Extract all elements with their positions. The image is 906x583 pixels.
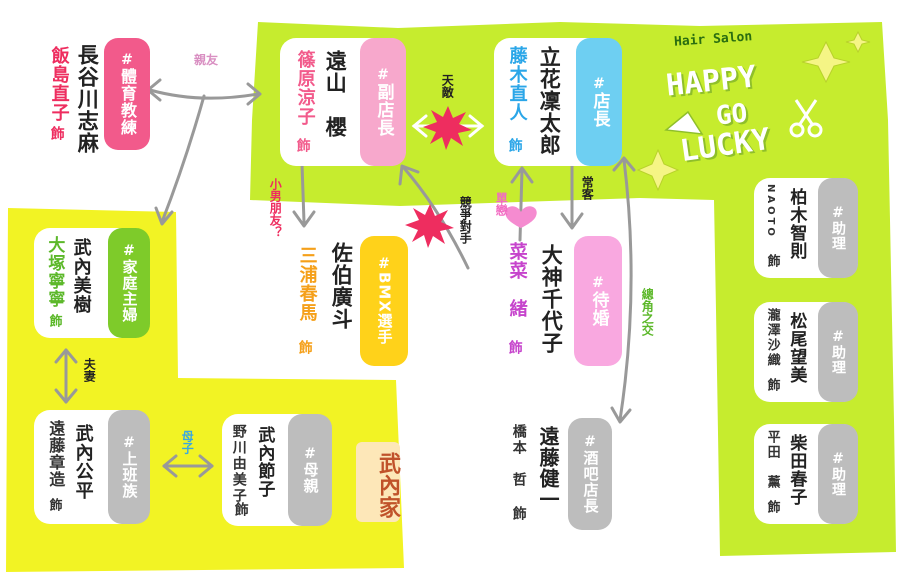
actor-suffix: 飾	[46, 314, 62, 328]
label-competition: 競爭對手	[458, 196, 473, 244]
label-regular: 常客	[580, 176, 595, 200]
actor-name: 瀧澤沙織	[764, 308, 780, 368]
actor-name: 飯島直子	[48, 46, 70, 122]
label-acquaint: 總角之交	[640, 288, 655, 336]
card-saeki: 佐伯廣斗 三浦春馬 飾 # BMX選手	[290, 236, 408, 366]
role-tag: # 店長	[576, 38, 622, 166]
card-shibata: 柴田春子 平田 薰 飾 # 助理	[754, 424, 858, 524]
family-stamp: 武內家	[356, 442, 400, 522]
card-takeuchi-setsuko: 武內節子 野川由美子 飾 # 母親	[222, 414, 332, 526]
actor-name: 三浦春馬	[296, 246, 318, 322]
role-tag: # 助理	[818, 424, 858, 524]
label-mother-son: 母子	[180, 430, 195, 454]
character-name: 長谷川志麻	[75, 44, 100, 154]
actor-name: 平田 薰	[764, 430, 780, 490]
role-tag: # 副店長	[360, 38, 406, 166]
competition-burst-icon	[405, 204, 454, 248]
arrow-acquaint	[618, 158, 633, 422]
card-tachibana: 立花凜太郎 藤木直人 飾 # 店長	[494, 38, 622, 166]
actor-suffix: 飾	[510, 506, 527, 522]
actor-suffix: 飾	[506, 340, 523, 355]
role-tag: # BMX選手	[360, 236, 408, 366]
label-boyfriend: 小男朋友？	[268, 178, 283, 238]
character-name: 遠藤健一	[536, 426, 560, 510]
comb-icon	[664, 110, 704, 135]
actor-suffix: 飾	[506, 138, 523, 153]
label-couple: 夫妻	[82, 358, 97, 382]
actor-name: 篠原涼子	[294, 50, 316, 126]
actor-suffix: 飾	[764, 378, 780, 393]
character-name: 柏木智則	[786, 188, 807, 260]
actor-name: 橋本 哲	[510, 424, 527, 488]
character-name: 佐伯廣斗	[329, 242, 354, 330]
card-endo: 遠藤健一 橋本 哲 飾 # 酒吧店長	[500, 418, 612, 530]
card-toyama: 遠山 櫻 篠原涼子 飾 # 副店長	[280, 38, 406, 166]
arrow-crush	[518, 168, 524, 242]
actor-suffix: 飾	[294, 138, 311, 153]
label-crush: 單戀	[494, 192, 509, 216]
role-tag: # 母親	[288, 414, 332, 526]
character-name: 立花凜太郎	[537, 46, 562, 156]
card-kashiwagi: 柏木智則 NAOTO 飾 # 助理	[754, 178, 858, 278]
actor-suffix: 飾	[764, 500, 780, 515]
actor-name: 藤木直人	[506, 46, 528, 122]
character-name: 松尾望美	[786, 312, 807, 384]
role-tag: # 酒吧店長	[568, 418, 612, 530]
card-takeuchi-miki: 武內美樹 大塚寧寧 飾 # 家庭主婦	[34, 228, 150, 338]
character-name: 武內公平	[72, 424, 94, 500]
salon-region	[250, 22, 896, 556]
actor-name: 野川由美子	[230, 424, 247, 504]
actor-name: 遠藤章造	[46, 420, 66, 488]
rivals-burst-icon	[423, 106, 472, 150]
actor-suffix: 飾	[48, 126, 65, 141]
actor-name: 大塚寧寧	[44, 236, 65, 308]
scissors-icon	[789, 99, 823, 138]
arrow-boyfriend	[300, 162, 306, 224]
role-tag: # 上班族	[108, 410, 150, 524]
role-tag: # 待婚	[574, 236, 622, 366]
heart-icon	[505, 206, 537, 228]
card-matsuo: 松尾望美 瀧澤沙織 飾 # 助理	[754, 302, 858, 402]
card-nagatani: 長谷川志麻 飯島直子 飾 # 體育教練	[46, 38, 150, 154]
character-name: 武內節子	[254, 426, 275, 498]
card-ogami: 大神千代子 菜菜 緒 飾 # 待婚	[500, 236, 622, 366]
role-tag: # 體育教練	[104, 38, 150, 150]
actor-name: 菜菜 緒	[506, 242, 528, 318]
role-tag: # 家庭主婦	[108, 228, 150, 338]
card-takeuchi-kohei: 武內公平 遠藤章造 飾 # 上班族	[34, 410, 150, 524]
label-friends: 親友	[194, 53, 219, 67]
actor-suffix: 飾	[764, 254, 780, 269]
character-name: 遠山 櫻	[323, 50, 348, 138]
sparkle-icons	[636, 30, 871, 192]
character-name: 柴田春子	[786, 434, 807, 506]
character-name: 武內美樹	[70, 238, 92, 314]
role-tag: # 助理	[818, 178, 858, 278]
arrow-friends-down	[160, 94, 206, 224]
arrow-competition	[402, 166, 470, 270]
actor-suffix: 飾	[296, 340, 313, 355]
label-rivals: 天敵	[440, 74, 455, 98]
actor-suffix: 飾	[46, 498, 62, 512]
actor-suffix: 飾	[232, 502, 249, 518]
character-name: 大神千代子	[539, 244, 564, 354]
role-tag: # 助理	[818, 302, 858, 402]
actor-name: NAOTO	[765, 184, 776, 239]
